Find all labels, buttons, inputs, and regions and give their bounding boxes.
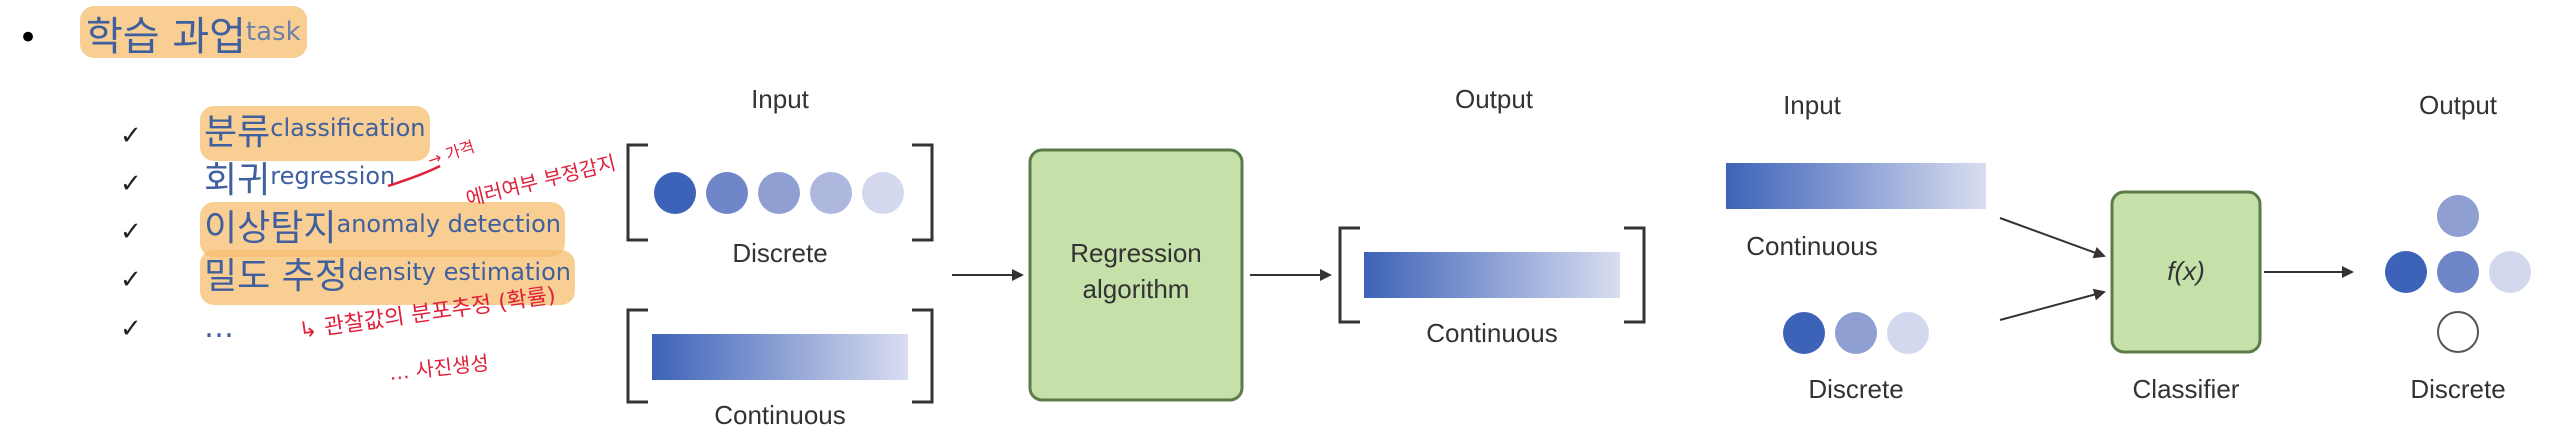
discrete-dot bbox=[758, 172, 800, 214]
checkmark-icon: ✓ bbox=[120, 265, 142, 295]
discrete-dot bbox=[862, 172, 904, 214]
classifier-output-title: Output bbox=[2419, 90, 2498, 120]
section-title-ko: 학습 과업 bbox=[86, 14, 246, 60]
annotation-arrow-line bbox=[387, 164, 441, 188]
task-more: … bbox=[204, 310, 234, 345]
discrete-dot bbox=[1783, 312, 1825, 354]
task-item-classification: ✓ 분류classification bbox=[120, 106, 430, 161]
output-dot-empty bbox=[2437, 311, 2479, 353]
task-item-more: ✓… bbox=[120, 306, 238, 350]
task-en: density estimation bbox=[347, 258, 571, 286]
regression-output-title: Output bbox=[1455, 84, 1534, 114]
output-dot bbox=[2385, 251, 2427, 293]
classifier-label: Classifier bbox=[2133, 374, 2240, 404]
output-dot bbox=[2437, 195, 2479, 237]
classifier-output-label: Discrete bbox=[2410, 374, 2505, 404]
function-label: f(x) bbox=[2167, 256, 2205, 286]
bracket-right bbox=[912, 143, 934, 242]
regression-output-label: Continuous bbox=[1426, 318, 1558, 348]
regression-continuous-label: Continuous bbox=[714, 400, 846, 430]
task-item-regression: ✓ 회귀regression bbox=[120, 154, 399, 201]
bracket-left bbox=[626, 308, 648, 404]
discrete-dot bbox=[810, 172, 852, 214]
task-label: … bbox=[200, 306, 238, 354]
bracket-right bbox=[912, 308, 934, 404]
checkmark-icon: ✓ bbox=[120, 169, 142, 199]
discrete-dot bbox=[654, 172, 696, 214]
classifier-discrete-label: Discrete bbox=[1808, 374, 1903, 404]
regression-input-title: Input bbox=[751, 84, 810, 114]
section-title: 학습 과업task bbox=[80, 6, 307, 60]
annotation-anomaly-note: 에러여부 부정감지 bbox=[463, 150, 618, 210]
algorithm-label-line1: Regression bbox=[1070, 238, 1202, 268]
input-gradient-bar bbox=[1726, 163, 1986, 209]
task-ko: 밀도 추정 bbox=[204, 256, 348, 297]
discrete-dot bbox=[1835, 312, 1877, 354]
task-en: classification bbox=[270, 114, 426, 142]
task-label: 분류classification bbox=[200, 106, 430, 161]
output-dot bbox=[2437, 251, 2479, 293]
task-ko: 분류 bbox=[204, 112, 271, 153]
regression-discrete-label: Discrete bbox=[732, 238, 827, 268]
bracket-right bbox=[1624, 226, 1646, 324]
algorithm-label-line2: algorithm bbox=[1083, 274, 1190, 304]
bracket-left bbox=[1338, 226, 1360, 324]
continuous-gradient-bar bbox=[652, 334, 908, 380]
checkmark-icon: ✓ bbox=[120, 217, 142, 247]
regression-algorithm-box bbox=[1028, 148, 1244, 402]
output-gradient-bar bbox=[1364, 252, 1620, 298]
task-en: anomaly detection bbox=[336, 210, 562, 238]
discrete-dot bbox=[706, 172, 748, 214]
discrete-dot bbox=[1887, 312, 1929, 354]
annotation-density-note2: … 사진생성 bbox=[388, 351, 490, 385]
section-title-en: task bbox=[245, 17, 301, 47]
classifier-figure: Input Continuous Discrete f(x) Classifie… bbox=[1726, 90, 2531, 404]
regression-figure: Input Discrete Continuous Regression alg… bbox=[626, 84, 1646, 430]
task-label: 밀도 추정density estimation bbox=[200, 250, 575, 305]
checkmark-icon: ✓ bbox=[120, 314, 142, 344]
checkmark-icon: ✓ bbox=[120, 121, 142, 151]
bracket-left bbox=[626, 143, 648, 242]
arrow bbox=[1999, 288, 2106, 321]
classifier-input-title: Input bbox=[1783, 90, 1842, 120]
annotation-density-note1: ↳ 관찰값의 분포추정 (확률) bbox=[297, 283, 557, 344]
classifier-continuous-label: Continuous bbox=[1746, 231, 1878, 261]
task-item-density: ✓ 밀도 추정density estimation bbox=[120, 250, 575, 305]
main-bullet: • bbox=[18, 18, 39, 58]
task-label: 회귀regression bbox=[200, 154, 399, 209]
task-ko: 회귀 bbox=[204, 160, 271, 201]
task-en: regression bbox=[270, 162, 396, 190]
classifier-box bbox=[2110, 190, 2262, 354]
annotation-regression-note: → 가격 bbox=[425, 137, 476, 170]
task-label: 이상탐지anomaly detection bbox=[200, 202, 566, 257]
task-ko: 이상탐지 bbox=[204, 208, 337, 249]
arrow bbox=[1999, 217, 2106, 259]
handwritten-annotations: → 가격 에러여부 부정감지 ↳ 관찰값의 분포추정 (확률) … 사진생성 bbox=[297, 137, 618, 385]
output-dot bbox=[2489, 251, 2531, 293]
task-item-anomaly: ✓ 이상탐지anomaly detection bbox=[120, 202, 566, 257]
